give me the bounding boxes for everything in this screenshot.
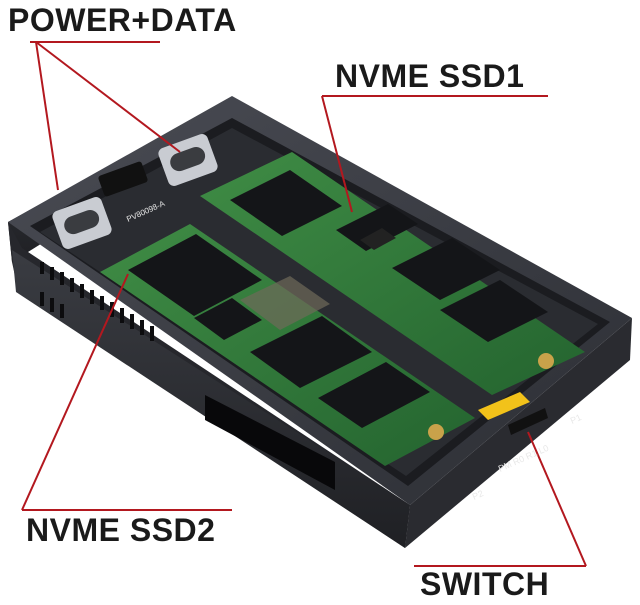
nvme-ssd2-board — [100, 224, 475, 466]
power-jack — [98, 161, 148, 197]
switch-label: SWITCH — [420, 566, 550, 602]
nvme-ssd2-label: NVME SSD2 — [26, 512, 216, 548]
power-data-label: POWER+DATA — [8, 2, 237, 38]
nvme-ssd1-label: NVME SSD1 — [335, 58, 525, 94]
nvme-ssd1-board — [200, 152, 585, 395]
callout-lines — [21, 41, 587, 567]
usb-c-port-2 — [52, 197, 112, 249]
switch — [478, 392, 548, 435]
card-slot — [205, 395, 335, 490]
